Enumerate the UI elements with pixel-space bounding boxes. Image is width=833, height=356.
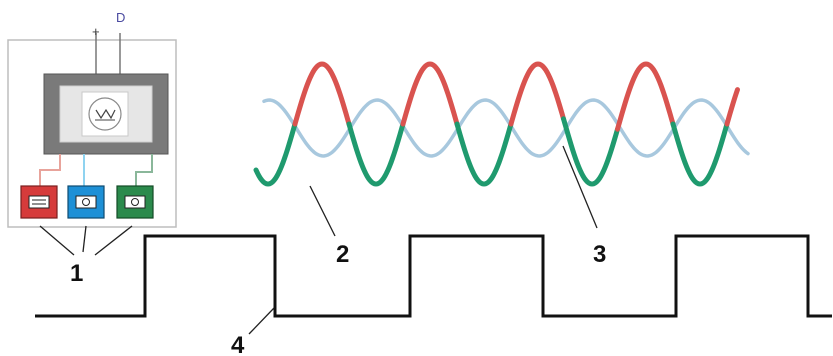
- red-wave-segment: [724, 87, 740, 127]
- red-wire: [39, 154, 61, 186]
- diode-icon: [124, 195, 146, 209]
- red-wave-segment: [615, 61, 676, 132]
- sensor-icon: [81, 91, 129, 137]
- callout-1: 1: [70, 260, 83, 287]
- red-wave-segment: [400, 61, 460, 127]
- callout-4: 4: [231, 332, 245, 356]
- d-pin-label: D: [116, 10, 125, 25]
- red-wave-segment: [292, 61, 352, 127]
- light-blue-wave: [262, 98, 750, 158]
- green-wire: [135, 154, 153, 186]
- leader-1b: [82, 225, 87, 253]
- green-wave-segment: [561, 116, 620, 187]
- red-green-wave: [253, 61, 740, 187]
- callout-3: 3: [593, 241, 606, 268]
- green-wave-segment: [346, 121, 406, 187]
- sensor-module: + D: [7, 10, 177, 228]
- diode-icon: [75, 195, 97, 209]
- green-output-box: [116, 185, 154, 219]
- square-wave: [35, 234, 832, 318]
- blue-output-box: [67, 185, 105, 219]
- red-wave-segment: [508, 61, 566, 127]
- plus-pin-label: +: [92, 24, 100, 39]
- green-wave-segment: [454, 121, 514, 187]
- leader-1a: [39, 225, 75, 256]
- diode-icon: [28, 195, 50, 209]
- red-output-box: [20, 185, 58, 219]
- callout-2: 2: [336, 241, 349, 268]
- leader-3: [562, 145, 598, 229]
- leader-4: [248, 307, 275, 335]
- leader-1c: [94, 225, 133, 256]
- green-wave-segment: [253, 121, 298, 187]
- leader-2: [309, 185, 336, 237]
- green-wave-segment: [670, 121, 730, 187]
